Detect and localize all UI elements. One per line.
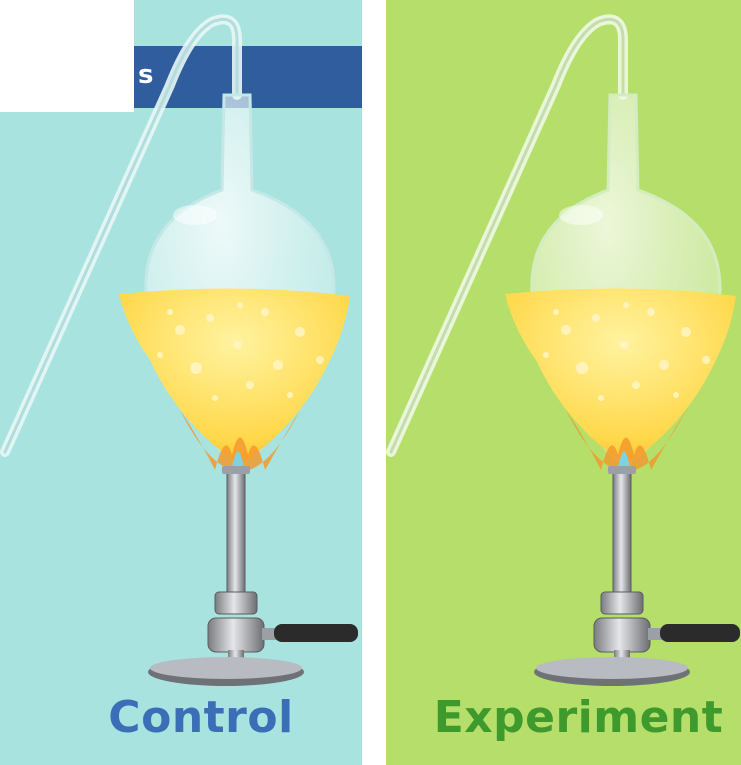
control-label: Control <box>108 692 294 743</box>
swan-neck-tube <box>386 14 628 457</box>
header-fragment: s <box>138 60 154 90</box>
broth <box>119 288 350 465</box>
swan-neck-tube <box>0 14 242 457</box>
flame-icon <box>566 410 686 472</box>
swan-neck-flask-icon <box>119 93 350 467</box>
experiment-panel: Experiment <box>386 0 741 765</box>
swan-neck-flask-icon <box>505 93 736 467</box>
header-white-box <box>0 0 134 112</box>
broth <box>505 288 736 465</box>
bunsen-burner-icon <box>148 466 358 686</box>
panel-divider <box>362 0 386 765</box>
control-panel: s <box>0 0 362 765</box>
experiment-apparatus <box>386 14 740 686</box>
control-apparatus <box>0 14 358 686</box>
bubbles <box>157 302 324 401</box>
bubbles <box>543 302 710 401</box>
bunsen-burner-icon <box>534 466 740 686</box>
flame-icon <box>180 410 300 472</box>
experiment-label: Experiment <box>433 692 724 743</box>
